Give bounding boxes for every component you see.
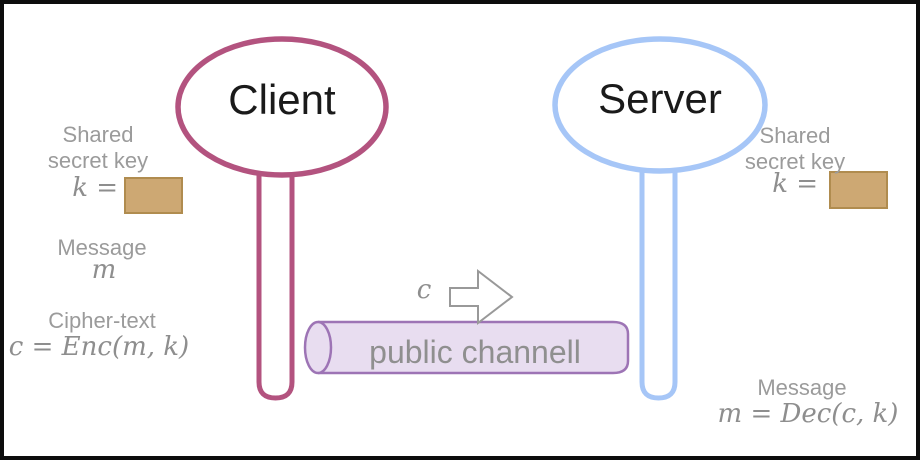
diagram-canvas — [124, 36, 888, 401]
server-ellipse — [552, 36, 768, 174]
server-shared-key-label: Shared secret key — [733, 123, 857, 175]
transit-symbol: c — [416, 275, 432, 305]
client-shared-key-label: Shared secret key — [36, 122, 160, 174]
client-shared-key-line1: Shared — [62, 122, 134, 147]
client-message-label: Message — [57, 235, 147, 260]
server-shared-key-line2: secret key — [744, 149, 846, 174]
server-message-equation: m = Dec(c, k) — [717, 399, 899, 429]
public-channel-body — [318, 320, 630, 375]
client-key-swatch — [124, 177, 183, 214]
server-stem — [639, 164, 678, 401]
client-message-symbol: m — [91, 255, 117, 285]
client-ellipse — [175, 36, 389, 178]
server-message-label: Message — [757, 375, 847, 400]
client-label: Client — [228, 76, 336, 123]
client-stem — [256, 164, 295, 401]
right-arrow-icon — [449, 268, 514, 326]
server-key-swatch — [829, 171, 888, 209]
client-key-equation: k = — [72, 173, 118, 203]
ciphertext-equation: c = Enc(m, k) — [8, 332, 190, 362]
client-shared-key-line2: secret key — [47, 148, 149, 173]
public-channel-label: public channell — [369, 334, 581, 370]
server-label: Server — [598, 75, 722, 122]
ciphertext-label: Cipher-text — [48, 308, 156, 333]
server-key-equation: k = — [772, 169, 818, 199]
public-channel-cap — [303, 320, 333, 375]
server-shared-key-line1: Shared — [759, 123, 831, 148]
